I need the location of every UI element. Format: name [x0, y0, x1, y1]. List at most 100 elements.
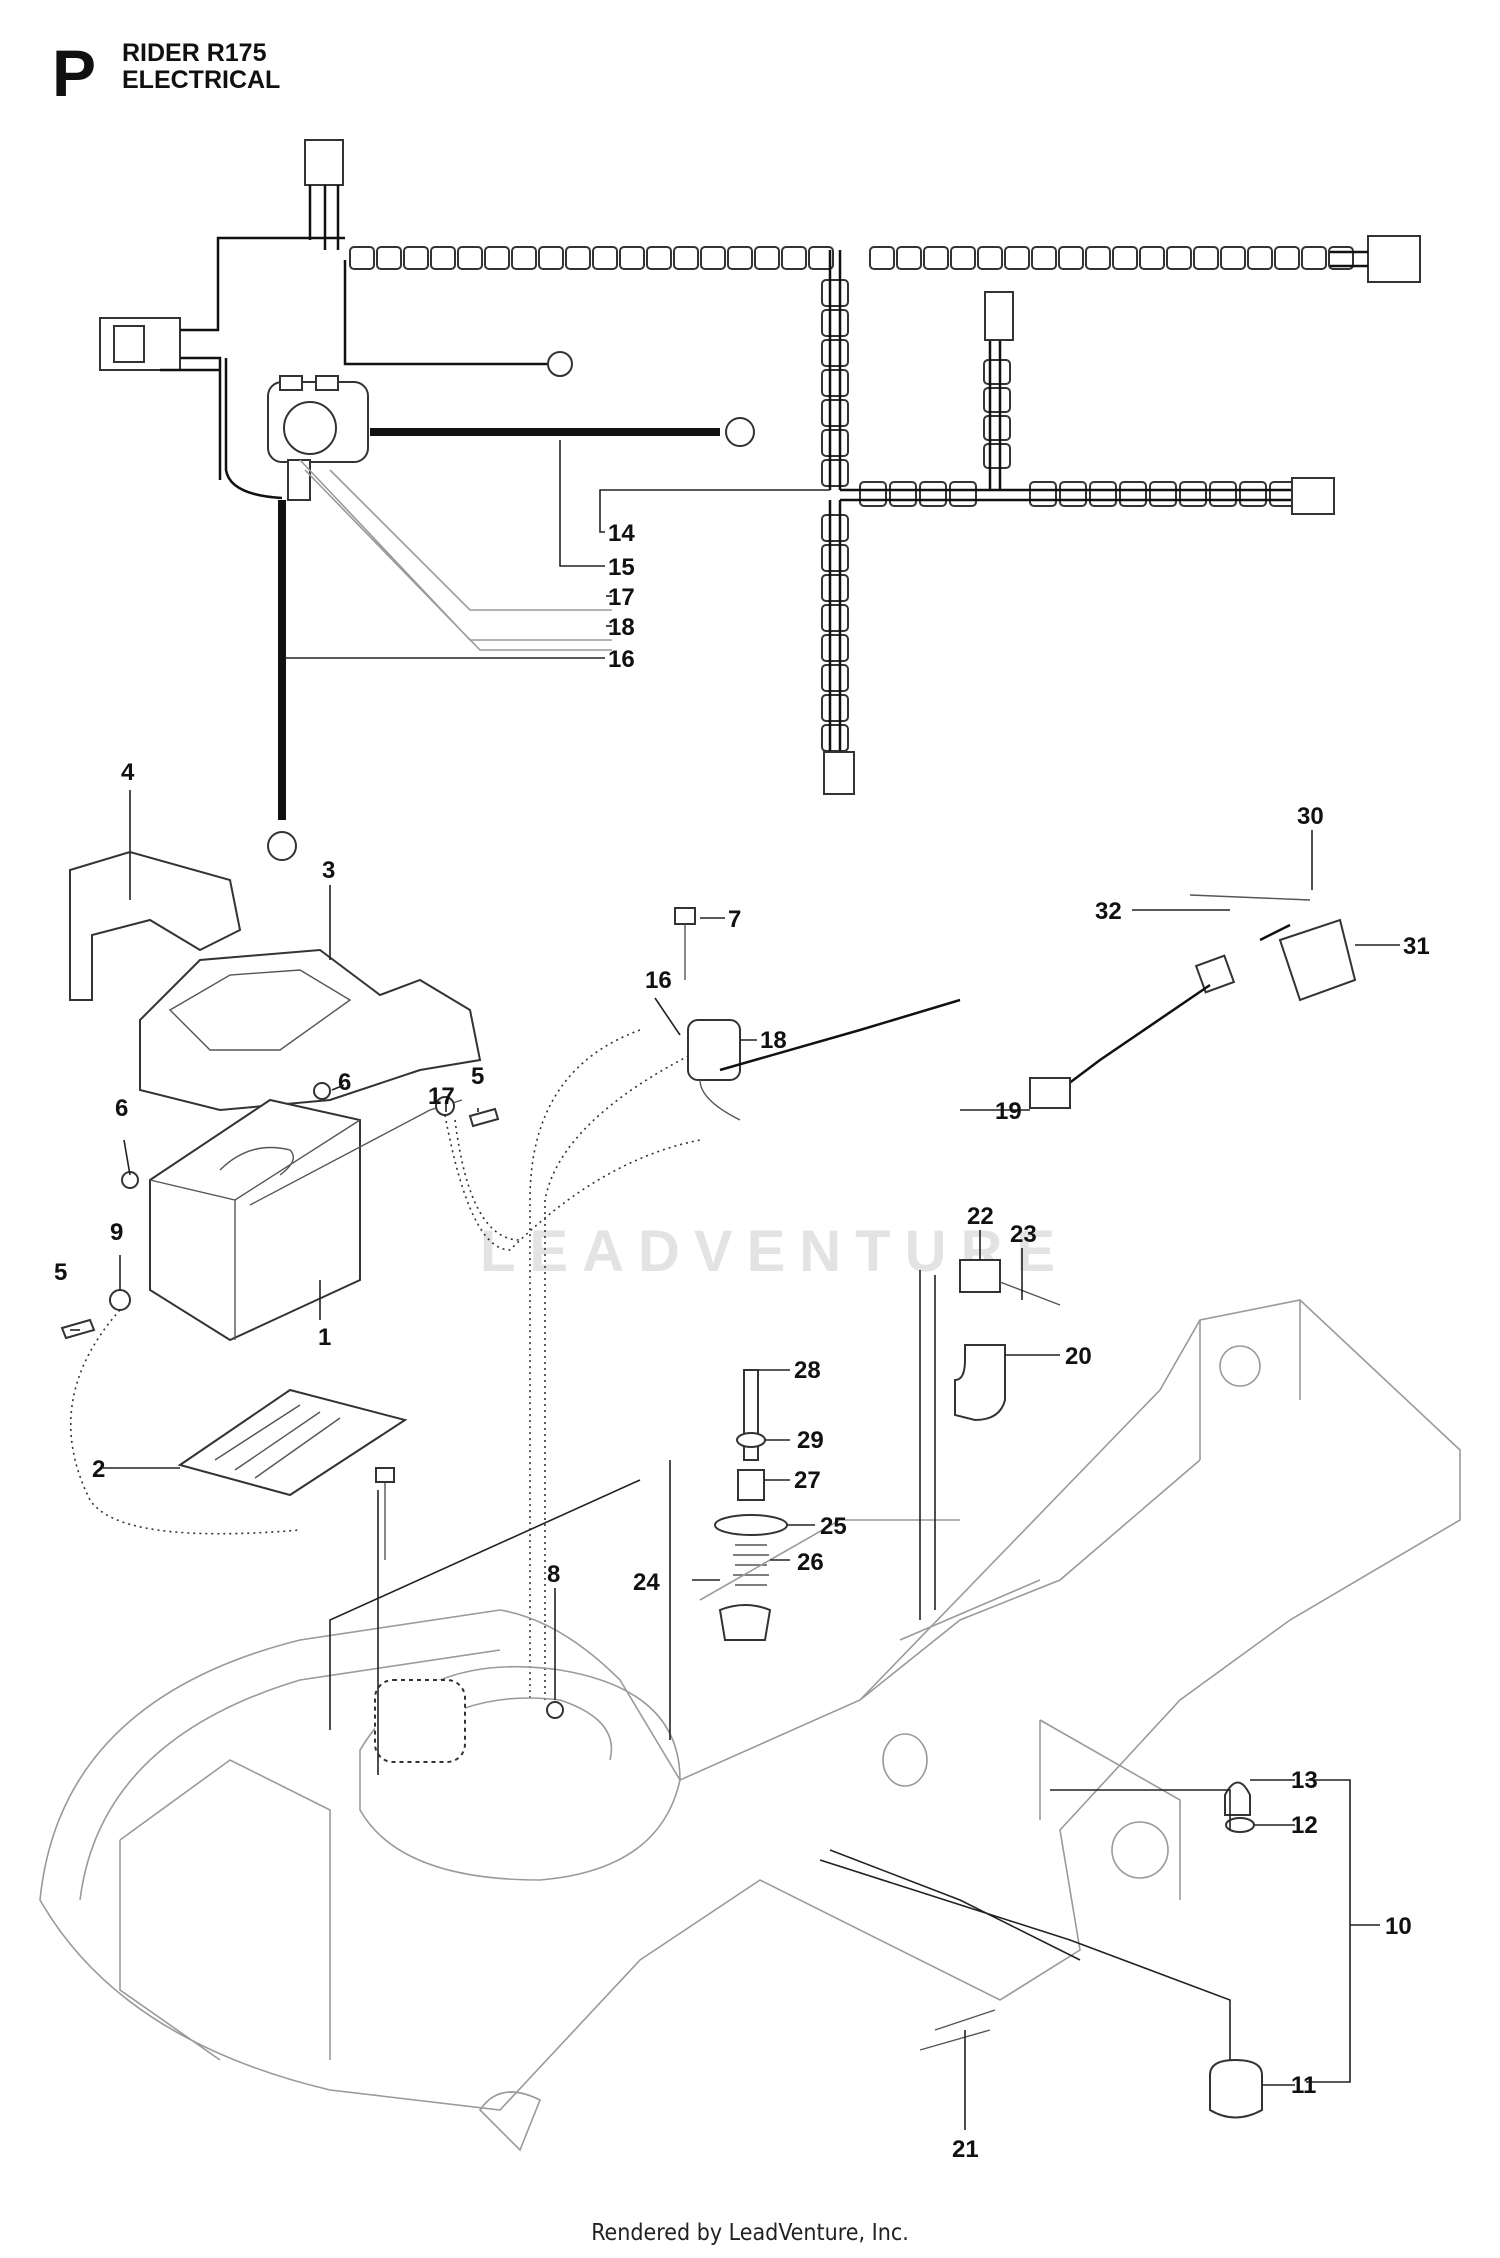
callout-23: 23: [1010, 1221, 1037, 1248]
callout-3: 3: [322, 857, 335, 884]
callout-17b: 17: [428, 1083, 455, 1110]
callout-7: 7: [728, 906, 741, 933]
loom-segment: [430, 246, 456, 270]
loom-segment: [821, 369, 849, 397]
loom-segment: [821, 724, 849, 752]
loom-segment: [1193, 246, 1219, 270]
loom-segment: [1119, 481, 1147, 507]
loom-segment: [781, 246, 807, 270]
loom-segment: [349, 246, 375, 270]
leader-lines: [70, 440, 1400, 2130]
loom-segment: [808, 246, 834, 270]
callout-5b: 5: [54, 1259, 67, 1286]
loom-segment: [821, 544, 849, 572]
loom-segment: [1031, 246, 1057, 270]
harness-connector-bottom: [823, 751, 855, 795]
loom-segment: [983, 443, 1011, 469]
loom-segment: [977, 246, 1003, 270]
callout-6a: 6: [115, 1095, 128, 1122]
loom-segment: [1166, 246, 1192, 270]
callout-25: 25: [820, 1513, 847, 1540]
loom-segment: [896, 246, 922, 270]
callout-26: 26: [797, 1549, 824, 1576]
cable-ring-terminal-lower: [267, 831, 297, 861]
loom-segment: [592, 246, 618, 270]
page-title: RIDER R175 ELECTRICAL: [122, 40, 280, 94]
loom-segment: [821, 574, 849, 602]
starter-solenoid-18: [687, 1019, 741, 1121]
cable-21: [829, 1849, 1081, 2051]
fuel-filter-area: [374, 1679, 466, 1763]
callout-11: 11: [1291, 2072, 1316, 2099]
loom-segment: [727, 246, 753, 270]
bolt-5b: [60, 1318, 96, 1340]
loom-segment: [1029, 481, 1057, 507]
bolt-7: [674, 907, 696, 980]
battery-cover: [139, 948, 482, 1112]
loom-segment: [1139, 246, 1165, 270]
loom-segment: [1085, 246, 1111, 270]
callout-21: 21: [952, 2136, 979, 2163]
callout-20: 20: [1065, 1343, 1092, 1370]
section-letter: P: [52, 36, 97, 110]
callout-32: 32: [1095, 898, 1122, 925]
callout-14: 14: [608, 520, 635, 547]
loom-segment: [983, 387, 1011, 413]
callout-30: 30: [1297, 803, 1324, 830]
connector-19: [1029, 1077, 1071, 1109]
loom-segment: [1004, 246, 1030, 270]
callout-19: 19: [995, 1098, 1022, 1125]
callout-12: 12: [1291, 1812, 1318, 1839]
harness-connector-top: [304, 139, 344, 186]
callout-18b: 18: [760, 1027, 787, 1054]
bracket-20: [954, 1344, 1006, 1422]
loom-segment: [949, 481, 977, 507]
mower-frame: [39, 1299, 1461, 2152]
harness-connector-upper: [984, 291, 1014, 341]
loom-segment: [821, 279, 849, 307]
callout-17: 17: [608, 584, 635, 611]
callout-22: 22: [967, 1203, 994, 1230]
callout-29: 29: [797, 1427, 824, 1454]
switch-bracket-31: [1278, 918, 1357, 1002]
loom-segment: [821, 339, 849, 367]
footer-credit: Rendered by LeadVenture, Inc.: [591, 2220, 909, 2246]
callout-4: 4: [121, 759, 135, 786]
callout-layer: 14 15 17 18 16 4 3 7 16 18 30 32 31 19 6…: [54, 520, 1430, 2163]
loom-segment: [403, 246, 429, 270]
loom-segment: [673, 246, 699, 270]
loom-segment: [923, 246, 949, 270]
callout-16b: 16: [645, 967, 672, 994]
switch-22: [959, 1259, 1061, 1306]
callout-9: 9: [110, 1219, 123, 1246]
loom-segment: [1220, 246, 1246, 270]
loom-segment: [1149, 481, 1177, 507]
callout-5a: 5: [471, 1063, 484, 1090]
harness-connector-mid-right: [1291, 477, 1335, 515]
title-model: RIDER R175: [122, 39, 267, 67]
loom-segment: [1179, 481, 1207, 507]
loom-segment: [538, 246, 564, 270]
callout-10: 10: [1385, 1913, 1412, 1940]
loom-segment: [1058, 246, 1084, 270]
ring-terminal: [547, 351, 573, 377]
loom-segment: [919, 481, 947, 507]
loom-segment: [646, 246, 672, 270]
callout-24: 24: [633, 1569, 660, 1596]
loom-segment: [457, 246, 483, 270]
loom-segment: [1239, 481, 1267, 507]
loom-segment: [821, 514, 849, 542]
callout-2: 2: [92, 1456, 105, 1483]
loom-segment: [821, 634, 849, 662]
loom-segment: [376, 246, 402, 270]
loom-segment: [821, 309, 849, 337]
clip-8: [546, 1701, 564, 1719]
battery-mat: [177, 1388, 408, 1497]
loom-segment: [1301, 246, 1327, 270]
loom-segment: [754, 246, 780, 270]
loom-segment: [889, 481, 917, 507]
loom-segment: [821, 399, 849, 427]
callout-16: 16: [608, 646, 635, 673]
callout-6b: 6: [338, 1069, 351, 1096]
